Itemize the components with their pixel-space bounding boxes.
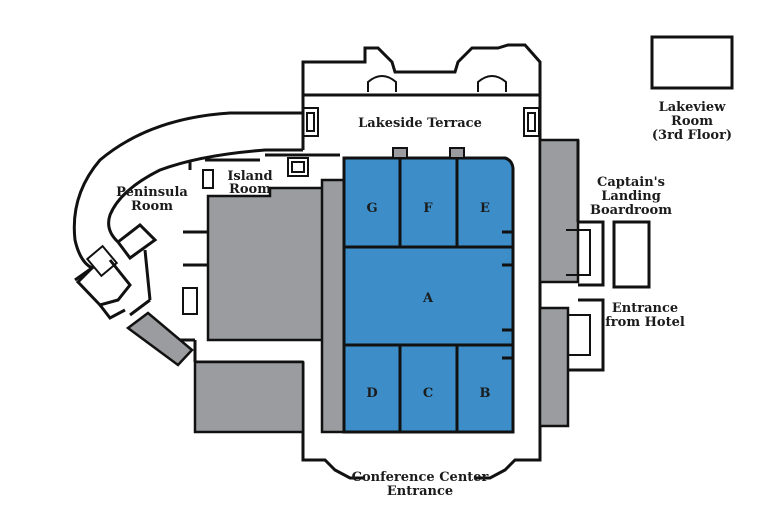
left-wing [72,111,340,435]
lakeside-terrace-label: Lakeside Terrace [358,116,482,131]
peninsula-room-label-line2: Room [131,199,173,214]
room-a-label[interactable]: A [422,291,434,306]
room-f-label[interactable]: F [423,201,433,216]
room-g-label[interactable]: G [366,201,377,216]
room-letters: G F E A D C B [366,201,490,401]
captains-landing-label-line2: Landing [601,189,661,204]
room-d-label[interactable]: D [366,386,377,401]
captains-landing-label-line1: Captain's [597,175,665,190]
map-labels: Lakeside Terrace Lakeview Room (3rd Floo… [116,100,732,499]
room-c-label[interactable]: C [423,386,433,401]
island-room-label-line2: Room [229,182,271,197]
room-e-label[interactable]: E [480,201,490,216]
entrance-from-hotel-label-line1: Entrance [612,301,678,316]
lakeview-room-label-line2: Room [671,114,713,129]
lakeview-room-label-line1: Lakeview [659,100,727,115]
service-areas [125,138,580,434]
island-room-label-line1: Island [227,169,272,184]
hotel-entrance-structure [568,298,605,372]
room-b-label[interactable]: B [480,386,491,401]
captains-landing-label-line3: Boardroom [590,203,672,218]
conference-entrance-label-line1: Conference Center [352,470,489,485]
peninsula-room-label-line1: Peninsula [116,185,188,200]
terrace-pillars [302,75,540,137]
entrance-from-hotel-label-line2: from Hotel [605,315,685,330]
grand-ballroom [342,147,515,434]
captains-landing-boardroom[interactable] [566,140,651,289]
lakeview-room-label-line3: (3rd Floor) [652,128,732,143]
conference-entrance-label-line2: Entrance [387,484,453,499]
lakeview-room[interactable] [650,35,734,90]
